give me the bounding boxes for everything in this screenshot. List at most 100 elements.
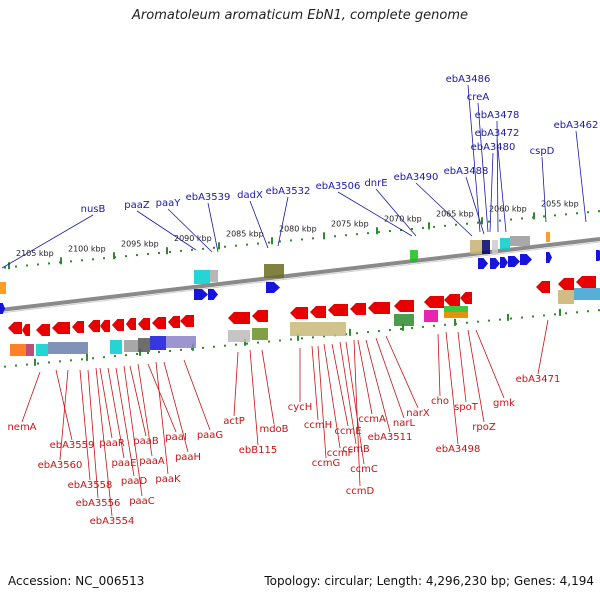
bottom-gene-label: paaA <box>139 456 165 467</box>
top-dot <box>15 265 17 268</box>
top-dot <box>125 255 127 258</box>
bottom-leader-line <box>345 341 365 465</box>
reverse-gene-arrow <box>72 321 84 333</box>
bottom-leader-line <box>155 361 169 475</box>
bottom-gene-label: ebA3560 <box>38 460 83 471</box>
top-dot <box>422 226 424 229</box>
bottom-leader-line <box>87 369 99 499</box>
bottom-leader-line <box>385 335 419 409</box>
top-dot <box>488 220 490 223</box>
reverse-gene-arrow <box>558 278 574 290</box>
top-dot <box>81 259 83 262</box>
top-dot <box>521 217 523 220</box>
bottom-leader-line <box>445 331 459 445</box>
bottom-gene-label: paaC <box>129 496 155 507</box>
top-dot <box>444 224 446 227</box>
scale-tick-label: 2100 kbp <box>68 244 106 253</box>
top-dot <box>169 250 171 253</box>
scale-tick <box>533 212 535 220</box>
forward-gene-arrow <box>490 258 500 269</box>
top-gene-label: ebA3462 <box>554 120 599 131</box>
feature-block <box>110 340 122 354</box>
forward-gene-arrow <box>596 250 600 261</box>
top-gene-label: ebA3486 <box>446 74 491 85</box>
bottom-gene-label: narX <box>406 408 430 419</box>
bottom-leader-line <box>115 367 135 477</box>
bottom-dot <box>576 311 578 314</box>
bottom-gene-label: paaK <box>155 474 181 485</box>
bottom-dot <box>510 317 512 320</box>
reverse-gene-arrow <box>290 307 308 319</box>
bottom-gene-label: paaR <box>99 438 125 449</box>
bottom-scale-tick <box>139 348 141 356</box>
bottom-gene-label: actP <box>223 416 245 427</box>
bottom-dot <box>433 324 435 327</box>
top-gene-label: ebA3539 <box>186 192 231 203</box>
top-leader-line <box>415 182 473 237</box>
accession-text: Accession: NC_006513 <box>8 574 145 588</box>
feature-block <box>264 264 284 278</box>
feature-block <box>394 314 414 326</box>
top-gene-label: cspD <box>530 146 555 157</box>
scale-tick-label: 2085 kbp <box>226 229 264 238</box>
bottom-gene-label: gmk <box>493 398 515 409</box>
reverse-gene-arrow <box>424 296 444 308</box>
feature-block <box>492 240 498 254</box>
top-dot <box>466 222 468 225</box>
feature-block <box>252 328 268 340</box>
bottom-dot <box>499 318 501 321</box>
bottom-leader-line <box>323 343 341 449</box>
bottom-gene-label: ccmA <box>358 414 386 425</box>
feature-block <box>510 236 530 246</box>
bottom-leader-line <box>457 331 467 403</box>
reverse-gene-arrow <box>8 322 22 334</box>
top-dot <box>598 210 600 213</box>
top-leader-line <box>575 130 587 223</box>
bottom-dot <box>15 364 17 367</box>
bottom-gene-label: ebA3511 <box>368 432 413 443</box>
top-dot <box>103 257 105 260</box>
bottom-gene-label: paaE <box>112 458 137 469</box>
bottom-dot <box>103 356 105 359</box>
bottom-leader-line <box>99 367 113 439</box>
bottom-gene-label: ccmF <box>327 448 354 459</box>
reverse-gene-arrow <box>180 315 194 327</box>
scale-tick <box>166 247 168 255</box>
top-leader-line <box>489 152 494 233</box>
bottom-gene-label: ebA3554 <box>90 516 135 527</box>
bottom-leader-line <box>123 365 143 497</box>
scale-tick-label: 2070 kbp <box>384 214 422 223</box>
top-dot <box>290 239 292 242</box>
bottom-dot <box>411 326 413 329</box>
top-gene-label: ebA3478 <box>475 110 520 121</box>
bottom-dot <box>543 314 545 317</box>
scale-tick <box>428 222 430 230</box>
bottom-dot <box>521 316 523 319</box>
bottom-leader-line <box>353 339 361 487</box>
bottom-dot <box>279 339 281 342</box>
top-dot <box>279 240 281 243</box>
top-gene-label: paaZ <box>124 200 150 211</box>
top-gene-label: nusB <box>81 204 106 215</box>
bottom-leader-line <box>339 341 357 445</box>
bottom-leader-line <box>311 345 319 421</box>
scale-tick <box>113 252 115 260</box>
forward-gene-arrow <box>546 252 552 263</box>
bottom-dot <box>477 320 479 323</box>
bottom-dot <box>224 344 226 347</box>
scale-tick <box>323 232 325 240</box>
top-gene-label: ebA3480 <box>471 142 516 153</box>
bottom-leader-line <box>233 351 239 417</box>
bottom-dot <box>367 331 369 334</box>
bottom-dot <box>59 360 61 363</box>
reverse-gene-arrow <box>138 318 150 330</box>
top-dot <box>543 215 545 218</box>
feature-block <box>558 290 574 304</box>
feature-block <box>26 344 34 356</box>
scale-tick <box>481 217 483 225</box>
feature-block <box>444 312 468 318</box>
feature-block <box>470 240 482 254</box>
bottom-gene-label: cho <box>431 396 449 407</box>
feature-block <box>194 270 210 284</box>
